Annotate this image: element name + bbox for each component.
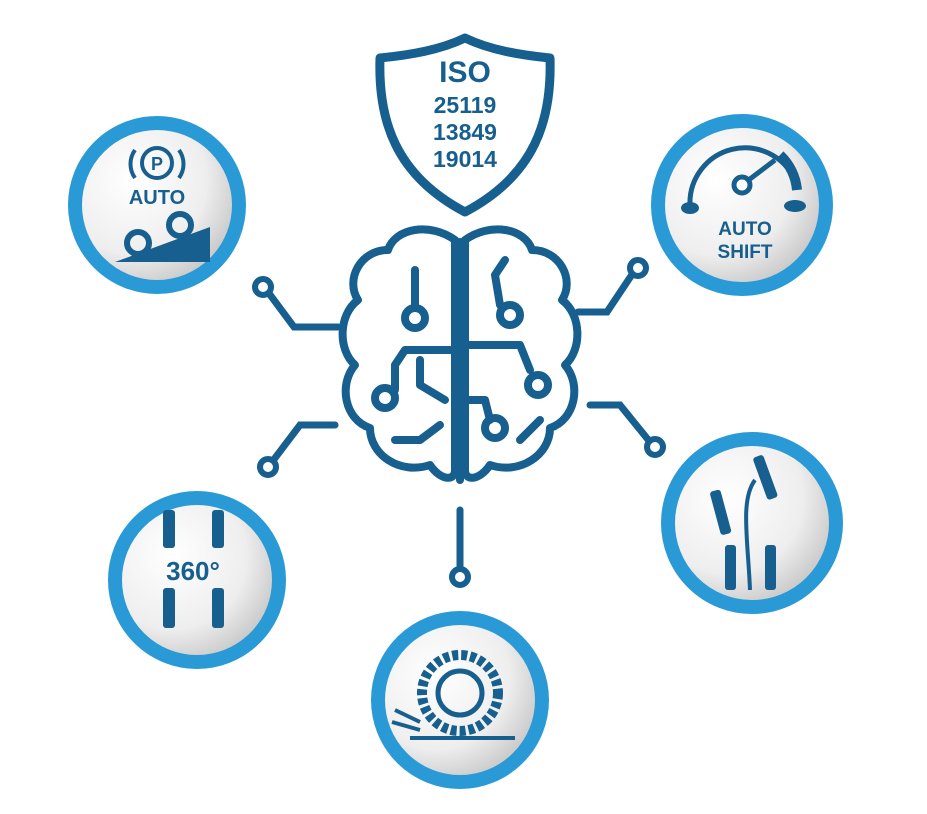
auto-shift-label-1: AUTO	[718, 219, 771, 240]
feature-auto-shift: AUTO SHIFT	[651, 114, 833, 296]
iso-standard: 25119	[434, 92, 497, 118]
iso-title: ISO	[439, 56, 491, 89]
brain-icon	[338, 225, 582, 484]
iso-shield: ISO 25119 13849 19014	[375, 33, 555, 217]
connector-bottom-right	[586, 401, 654, 446]
parking-brake-icon	[128, 146, 186, 180]
wheel-icon	[124, 211, 194, 257]
connector-bottom-left	[268, 421, 339, 466]
svg-text:P: P	[151, 154, 163, 174]
connectors	[264, 269, 654, 570]
feature-path	[661, 432, 843, 614]
curved-path-tracks-icon	[710, 455, 778, 590]
auto-park-label: AUTO	[129, 187, 185, 209]
four-wheel-steering-icon	[163, 510, 224, 628]
snail-icon	[681, 202, 699, 214]
auto-shift-label-2: SHIFT	[718, 242, 773, 263]
tire-slip-icon	[391, 650, 515, 740]
feature-traction	[371, 611, 549, 789]
connector-top-right	[574, 269, 637, 316]
iso-standard: 13849	[433, 119, 497, 145]
connector-nodes	[252, 257, 666, 588]
rabbit-icon	[784, 200, 806, 212]
feature-auto-park: P AUTO	[68, 116, 246, 294]
connector-top-left	[264, 288, 342, 331]
iso-standard: 19014	[433, 146, 497, 172]
feature-360-steering: 360°	[108, 491, 286, 669]
steering-360-label: 360°	[166, 556, 220, 586]
